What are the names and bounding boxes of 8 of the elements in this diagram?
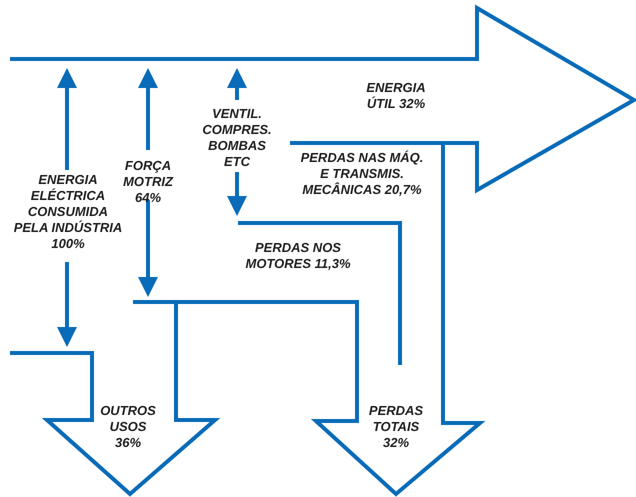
flow-label: ENERGIA ELÉCTRICA CONSUMIDA PELA INDÚSTRIA 100% [12, 172, 123, 252]
flow-label: FORÇA MOTRIZ 64% [122, 158, 174, 206]
flow-label: OUTROS USOS 36% [99, 403, 157, 451]
flow-label: PERDAS TOTAIS 32% [368, 403, 424, 451]
flow-label: VENTIL. COMPRES. BOMBAS ETC [201, 106, 273, 170]
flow-label: PERDAS NAS MÁQ. E TRANSMIS. MECÂNICAS 20,7% [300, 150, 424, 198]
flow-label: ENERGIA ÚTIL 32% [365, 80, 427, 112]
flow-label: PERDAS NOS MOTORES 11,3% [244, 240, 352, 272]
